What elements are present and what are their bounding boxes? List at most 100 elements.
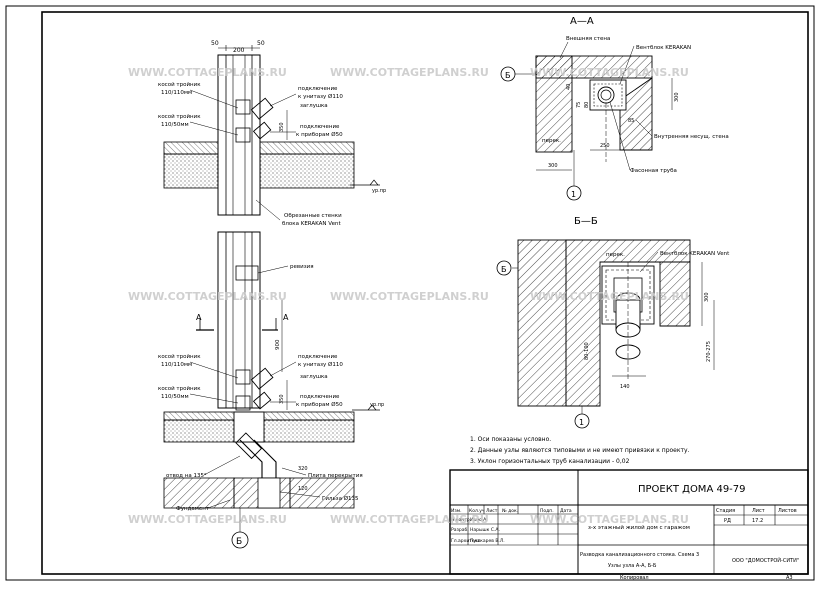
label-plug-upper: заглушка	[300, 103, 328, 109]
label-connect-toilet-lower-2: к унитазу Ø110	[298, 361, 343, 368]
label-oblique-110-lower-2: 110/110мм	[161, 362, 192, 368]
dim-200: 200	[233, 47, 245, 54]
tb-head-4: Подп.	[540, 508, 554, 514]
label-oblique-110-upper-1: косой тройник	[158, 81, 201, 88]
tb-description: з-х этажный жилой дом с гаражом	[588, 524, 690, 531]
label-oblique-50-upper-1: косой тройник	[158, 113, 201, 120]
tb-head-0: Изм.	[451, 508, 462, 514]
dim-320: 320	[298, 466, 308, 472]
note-1: 1. Оси показаны условно.	[470, 436, 551, 443]
watermark-9: WWW.COTTAGEPLANS.RU	[530, 513, 689, 526]
tb-head-5: Дата	[560, 508, 572, 514]
aa-outer-wall: Внешняя стена	[566, 36, 610, 42]
bb-partition: перек.	[606, 252, 625, 258]
label-oblique-50-upper-2: 110/50мм	[161, 122, 189, 128]
label-block-ring-2: блока KERAKAN Vent	[282, 221, 341, 227]
aa-partition: перек.	[542, 138, 561, 144]
outer-frame	[5, 5, 815, 581]
watermarks: WWW.COTTAGEPLANS.RU WWW.COTTAGEPLANS.RU …	[128, 66, 689, 526]
aa-dim-300-bottom: 300	[548, 163, 558, 169]
section-bb-title: Б—Б	[574, 216, 598, 227]
dim-120: 120	[298, 486, 308, 492]
title-block-text: ПРОЕКТ ДОМА 49-79 Изм. Кол.уч Лист № док…	[451, 484, 799, 581]
bb-dim-80: 80-100	[584, 342, 590, 360]
aa-dim-80: 80	[584, 102, 590, 108]
tb-head-1: Кол.уч	[469, 508, 485, 514]
label-block-ring-1: Обрезанные стенки	[284, 213, 342, 219]
watermark-2: WWW.COTTAGEPLANS.RU	[330, 66, 489, 79]
tb-col-stage: Стадия	[716, 508, 735, 514]
label-slab: Плита перекрытия	[308, 473, 363, 479]
watermark-7: WWW.COTTAGEPLANS.RU	[128, 513, 287, 526]
tb-stage: РД	[724, 518, 731, 524]
label-connect-toilet-lower-1: подключение	[298, 354, 338, 360]
tb-company: ООО "ДОМОСТРОЙ-СИТИ"	[732, 557, 799, 564]
aa-dim-85: 85	[628, 118, 634, 124]
label-connect-fixtures-lower-2: к приборам Ø50	[296, 401, 343, 408]
cut-letter-left: А	[196, 313, 202, 322]
note-3: 3. Уклон горизонтальных труб канализации…	[470, 458, 630, 465]
left-elevation: 50 200 50 ур.пр косой тройник 110/110мм …	[158, 40, 386, 549]
inner-frame	[41, 11, 809, 575]
tb-sheet-num: 17.2	[752, 518, 763, 524]
watermark-6: WWW.COTTAGEPLANS.RU	[530, 290, 689, 303]
tb-head-2: Лист	[486, 508, 498, 514]
tb-role-0: Н.контр.	[451, 517, 471, 523]
section-aa: А—А Внешняя стена Вентблок KERAKAN Внутр…	[500, 16, 729, 201]
project-title: ПРОЕКТ ДОМА 49-79	[638, 484, 746, 495]
dim-350-lower: 350	[279, 394, 285, 404]
bb-axis-b: Б	[501, 265, 507, 274]
label-oblique-50-lower-1: косой тройник	[158, 385, 201, 392]
tb-col-sheet: Лист	[752, 508, 765, 514]
dim-50-left: 50	[211, 40, 219, 47]
title-block	[449, 469, 809, 575]
tb-role-1: Разраб.	[451, 527, 469, 533]
label-sleeve: Гильза Ø135	[322, 495, 359, 502]
aa-drain-pipe: Фасонная труба	[630, 168, 677, 174]
bb-axis-1: 1	[579, 418, 584, 427]
tb-name-1: Нарышк С.А.	[470, 527, 500, 533]
label-bend: отвод на 135°	[166, 473, 207, 479]
bb-vent-block: Вентблок KERAKAN Vent	[660, 251, 730, 257]
section-bb: Б—Б перек. Вентблок KERAKAN Vent 300 270…	[496, 216, 730, 429]
bb-dim-300: 300	[704, 292, 710, 302]
bb-dim-270: 270-275	[706, 341, 712, 362]
label-revision: ревизия	[290, 264, 314, 270]
tb-head-3: № док.	[502, 508, 518, 514]
level-label-upper: ур.пр	[372, 188, 386, 194]
aa-vent-block: Вентблок KERAKAN	[636, 45, 691, 51]
axis-b-left: Б	[236, 537, 242, 547]
note-2: 2. Данные узлы являются типовыми и не им…	[470, 447, 690, 454]
aa-dim-75: 75	[576, 102, 582, 108]
label-foundation: Фундамент	[176, 506, 210, 512]
bb-dim-140: 140	[620, 384, 630, 390]
aa-inner-wall: Внутренняя несущ. стена	[654, 134, 729, 140]
tb-name-0: Ивно А.	[470, 517, 488, 523]
aa-axis-b: Б	[505, 71, 511, 80]
aa-axis-1: 1	[571, 190, 576, 199]
tb-copy: Копировал	[620, 575, 649, 581]
section-aa-title: А—А	[570, 16, 594, 27]
label-connect-toilet-upper-1: подключение	[298, 86, 338, 92]
aa-dim-250: 250	[600, 143, 610, 149]
dim-900: 900	[275, 339, 281, 350]
label-connect-toilet-upper-2: к унитазу Ø110	[298, 93, 343, 100]
watermark-8: WWW.COTTAGEPLANS.RU	[330, 513, 489, 526]
label-connect-fixtures-lower-1: подключение	[300, 394, 340, 400]
label-oblique-110-upper-2: 110/110мм	[161, 90, 192, 96]
tb-format: А3	[786, 575, 793, 581]
watermark-3: WWW.COTTAGEPLANS.RU	[530, 66, 689, 79]
tb-name-2: Пушкарев В.Л.	[470, 538, 505, 544]
label-oblique-110-lower-1: косой тройник	[158, 353, 201, 360]
label-plug-lower: заглушка	[300, 374, 328, 380]
label-connect-fixtures-upper-1: подключение	[300, 124, 340, 130]
cut-letter-right: А	[283, 313, 289, 322]
aa-dim-300-right: 300	[674, 92, 680, 102]
dim-50-right: 50	[257, 40, 265, 47]
dim-350-upper: 350	[279, 122, 285, 132]
level-label-lower: ур.пр	[370, 402, 384, 408]
tb-sheet-desc-2: Узлы узла А-А, Б-Б	[608, 563, 657, 569]
watermark-4: WWW.COTTAGEPLANS.RU	[128, 290, 287, 303]
